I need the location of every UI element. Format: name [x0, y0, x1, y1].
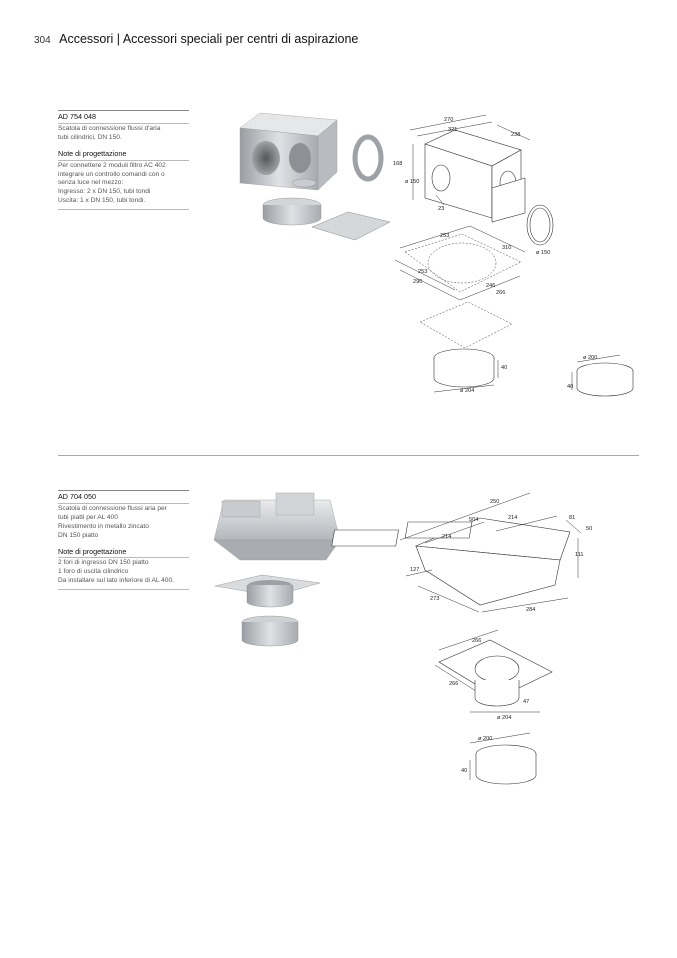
- product-1-photo: [239, 112, 391, 241]
- notes-title: Note di progettazione: [58, 149, 189, 161]
- dim-d200: ø 200: [583, 355, 597, 361]
- notes-line: Ingresso: 2 x DN 150, tubi tondi: [58, 188, 151, 196]
- dim-266: 266: [496, 290, 505, 296]
- dim-253a: 253: [440, 233, 449, 239]
- dim-127: 127: [410, 567, 419, 573]
- notes-line: 2 fori di ingresso DN 150 piatto: [58, 559, 149, 567]
- notes-line: Da installare sul lato inferiore di AL 4…: [58, 577, 174, 585]
- notes-line: 1 foro di uscita cilindrico: [58, 568, 129, 576]
- section-divider: [58, 455, 639, 456]
- dim-266b: 266: [449, 681, 458, 687]
- description-line: Scatola di connessione flussi d'aria: [58, 124, 161, 132]
- product-2-notes: Note di progettazione 2 fori di ingresso…: [58, 547, 189, 591]
- notes-title: Note di progettazione: [58, 547, 189, 559]
- dim-290: 290: [413, 279, 422, 285]
- dim-266a: 266: [472, 638, 481, 644]
- notes-line: Uscita: 1 x DN 150, tubi tondi.: [58, 197, 146, 205]
- product-2-photo: [213, 492, 341, 647]
- dim-47: 47: [523, 699, 529, 705]
- product-2-description: Scatola di connessione flussi aria per t…: [58, 504, 189, 541]
- dim-321: 321: [448, 127, 457, 133]
- dim-273: 273: [430, 596, 439, 602]
- dim-d204: ø 204: [497, 715, 511, 721]
- dim-d150a: ø 150: [405, 179, 419, 185]
- dim-250: 250: [490, 499, 499, 505]
- dim-40: 40: [461, 768, 467, 774]
- dim-23: 23: [438, 206, 444, 212]
- dim-310: 310: [502, 245, 511, 251]
- dim-111: 111: [575, 552, 584, 558]
- dim-284: 284: [526, 607, 535, 613]
- product-1-description: Scatola di connessione flussi d'aria tub…: [58, 124, 189, 143]
- dim-214b: 214: [508, 515, 517, 521]
- product-2-code: AD 704 050: [58, 490, 189, 504]
- dim-50: 50: [586, 526, 592, 532]
- dim-270: 270: [444, 117, 453, 123]
- description-line: Rivestimento in metallo zincato: [58, 522, 149, 530]
- dim-246: 246: [486, 283, 495, 289]
- description-line: Scatola di connessione flussi aria per: [58, 504, 167, 512]
- product-1-code: AD 754 048: [58, 110, 189, 124]
- description-line: DN 150 piatto: [58, 531, 99, 539]
- dim-d200: ø 200: [478, 736, 492, 742]
- dim-504: 504: [469, 517, 478, 523]
- product-1-drawing: 270 321 238 168 ø 150 23 ø 150 253 310 2…: [393, 114, 634, 397]
- dim-40: 40: [501, 365, 507, 371]
- dim-238: 238: [511, 132, 520, 138]
- notes-line: senza luce nel mezzo:: [58, 179, 124, 187]
- notes-line: integrare un controllo comandi con o: [58, 170, 165, 178]
- dim-214a: 214: [442, 534, 451, 540]
- page-number: 304: [34, 35, 51, 46]
- product-1-info: AD 754 048 Scatola di connessione flussi…: [58, 110, 189, 211]
- product-2-info: AD 704 050 Scatola di connessione flussi…: [58, 490, 189, 591]
- dim-253b: 253: [418, 269, 427, 275]
- dim-d204: ø 204: [460, 388, 474, 394]
- notes-line: Per connettere 2 moduli filtro AC 402: [58, 161, 166, 169]
- description-line: tubi cilindrici, DN 150.: [58, 133, 122, 141]
- dim-40b: 40: [567, 384, 573, 390]
- description-line: tubi piatti per AL 400: [58, 513, 118, 521]
- dim-d150b: ø 150: [536, 250, 550, 256]
- dim-168: 168: [393, 161, 402, 167]
- product-2-drawing: 250 504 214 214 81 50 111 127 273 284 26…: [331, 492, 592, 785]
- page-title: Accessori | Accessori speciali per centr…: [59, 32, 359, 46]
- product-1-notes: Note di progettazione Per connettere 2 m…: [58, 149, 189, 211]
- page-header: 304 Accessori | Accessori speciali per c…: [34, 30, 358, 48]
- dim-81: 81: [569, 515, 575, 521]
